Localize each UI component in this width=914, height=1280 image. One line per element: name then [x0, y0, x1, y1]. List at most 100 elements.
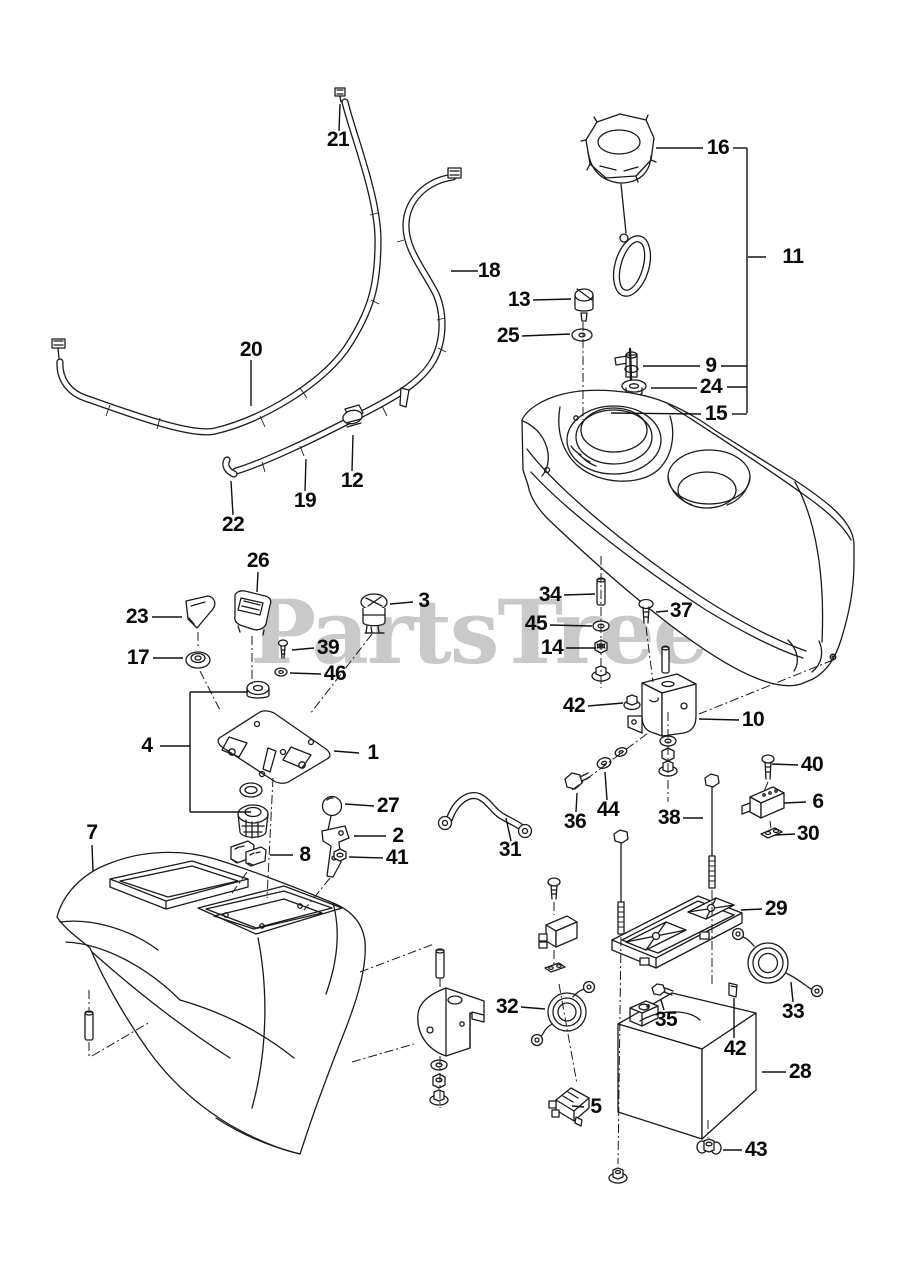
- callout-label-43-46: 43: [744, 1138, 768, 1161]
- callout-label-2-22: 2: [392, 824, 404, 847]
- leader-line-30: [774, 833, 796, 836]
- callout-label-28-44: 28: [788, 1060, 812, 1083]
- callout-label-12-10: 12: [340, 469, 364, 492]
- callout-label-14-28: 14: [540, 636, 564, 659]
- leader-line-45: [549, 624, 593, 627]
- callout-label-3-15: 3: [418, 589, 430, 612]
- elbow-fitting-22: [222, 456, 238, 478]
- callout-label-10-31: 10: [741, 708, 765, 731]
- bushing-24: [621, 379, 647, 396]
- leader-line-26: [256, 571, 259, 593]
- callout-label-33-41: 33: [781, 1000, 805, 1023]
- leader-line-27: [344, 803, 375, 807]
- bracket-pin: [435, 948, 445, 979]
- leader-line-7: [91, 844, 94, 872]
- hose-clamp-21: [334, 87, 346, 103]
- leader-line-35: [660, 999, 665, 1011]
- callout-label-32-40: 32: [495, 995, 519, 1018]
- battery-28: [617, 992, 757, 1140]
- callout-label-45-27: 45: [524, 612, 548, 635]
- washer-below-plate: [239, 782, 263, 798]
- callout-label-20-9: 20: [239, 338, 263, 361]
- leader-line-21: [338, 103, 341, 132]
- leader-line-12: [351, 434, 354, 472]
- callout-label-23-14: 23: [125, 605, 149, 628]
- leader-line-1: [333, 750, 360, 754]
- leader-line-31: [505, 817, 512, 842]
- fuel-hose-20: [56, 98, 382, 436]
- callout-label-5-45: 5: [590, 1095, 602, 1118]
- wing-nut-43: [696, 1138, 722, 1155]
- leader-line-37: [655, 610, 669, 613]
- cap-tether-strap: [612, 183, 652, 297]
- callout-label-13-2: 13: [507, 288, 531, 311]
- callout-label-1-20: 1: [367, 741, 379, 764]
- callout-label-18-1: 18: [477, 259, 501, 282]
- hose-end-fitting-left: [51, 338, 66, 359]
- hose-clamp-top-18: [447, 167, 462, 179]
- callout-label-38-34: 38: [657, 806, 681, 829]
- leader-line-6: [783, 801, 807, 804]
- callout-label-9-6: 9: [705, 354, 717, 377]
- callout-label-19-11: 19: [293, 489, 317, 512]
- callout-label-21-0: 21: [326, 128, 350, 151]
- leader-line-42: [587, 702, 624, 707]
- callout-label-31-39: 31: [498, 838, 522, 861]
- callout-label-35-42: 35: [654, 1008, 678, 1031]
- washer-44: [596, 757, 612, 769]
- callout-label-46-18: 46: [323, 662, 347, 685]
- screw-37: [638, 598, 654, 624]
- terminal-bolt-35: [651, 983, 674, 996]
- leader-line-29: [740, 908, 763, 911]
- leader-line-5: [571, 1105, 585, 1108]
- flange-nut-bottom: [608, 1167, 628, 1184]
- knob-ball-27: [321, 795, 343, 817]
- leader-line-44: [604, 771, 608, 801]
- leader-line-10: [698, 718, 740, 721]
- callout-label-36-32: 36: [563, 810, 587, 833]
- callout-label-11-5: 11: [782, 245, 804, 268]
- rocker-switch-26: [234, 590, 272, 636]
- spacer-pin-2: [661, 645, 670, 674]
- long-bolt-left: [613, 829, 629, 935]
- callout-label-24-7: 24: [699, 375, 723, 398]
- callout-label-37-29: 37: [669, 599, 693, 622]
- screw-40: [761, 754, 775, 780]
- clip-30: [760, 827, 783, 839]
- leader-line-46: [289, 672, 322, 675]
- bushing-above-plate: [246, 680, 270, 699]
- relay-6: [741, 786, 785, 819]
- nut-41: [333, 848, 347, 862]
- screw-39: [277, 639, 289, 659]
- battery-cable-33: [731, 927, 824, 998]
- leader-line-13: [532, 298, 572, 301]
- callout-label-7-25: 7: [86, 821, 98, 844]
- ground-cable-31: [437, 792, 533, 839]
- callout-label-34-26: 34: [538, 583, 562, 606]
- assembly-center-lines: [88, 322, 834, 1165]
- fuel-tank-15: [521, 389, 855, 687]
- leader-line-19: [304, 458, 307, 492]
- ignition-collar: [237, 804, 269, 839]
- callout-label-6-36: 6: [812, 790, 824, 813]
- callout-label-8-24: 8: [299, 843, 311, 866]
- fuel-valve-13: [574, 288, 594, 322]
- console-bracket: [417, 987, 485, 1057]
- callout-label-26-13: 26: [246, 549, 270, 572]
- bracket-hardware-stack: [429, 1059, 449, 1106]
- callout-label-39-17: 39: [316, 636, 340, 659]
- leader-line-3: [389, 601, 414, 605]
- leader-line-32: [520, 1006, 546, 1010]
- callout-label-22-12: 22: [221, 513, 245, 536]
- fuel-cap-16: [580, 113, 657, 184]
- fuel-hose-18-19: [232, 173, 457, 475]
- callout-label-42-30: 42: [562, 694, 586, 717]
- battery-cable-32: [530, 980, 596, 1047]
- console-pin: [84, 1010, 94, 1041]
- callout-label-42-43: 42: [723, 1037, 747, 1060]
- callout-label-41-23: 41: [385, 846, 409, 869]
- leader-line-41: [348, 856, 384, 859]
- battery-hold-down-29: [611, 895, 743, 969]
